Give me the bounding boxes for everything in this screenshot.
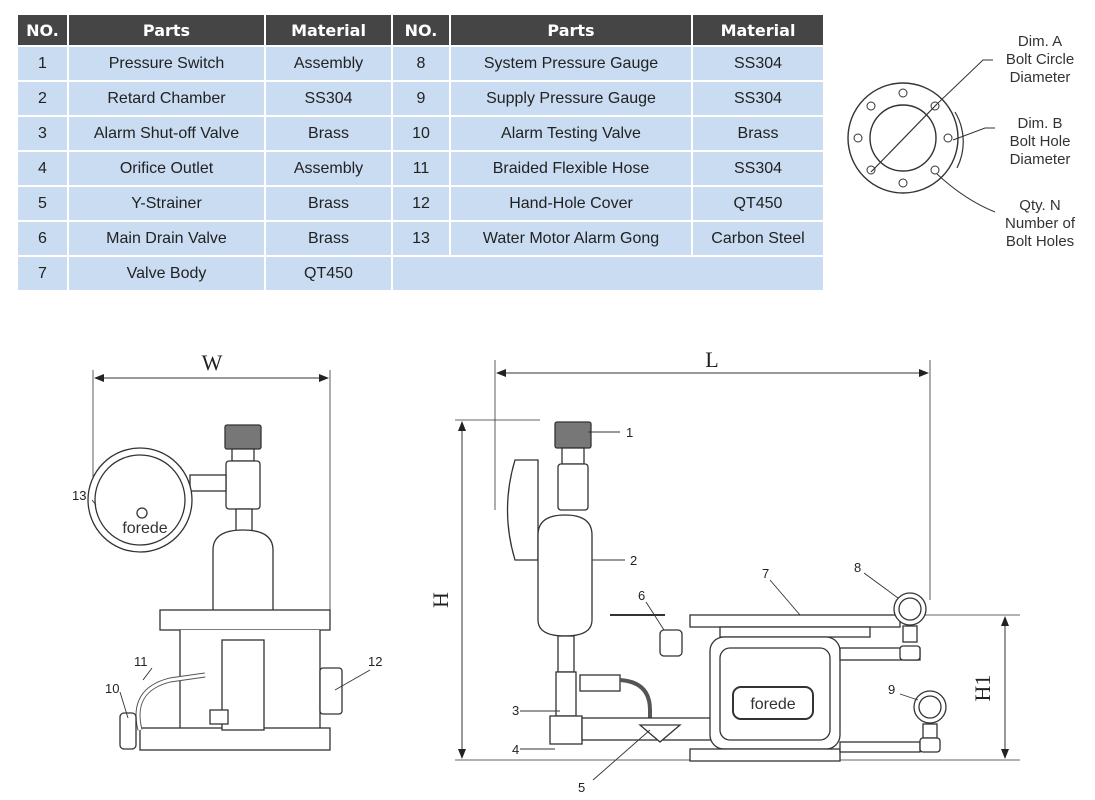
cell-no: 1 xyxy=(18,47,67,80)
qty-n-leader xyxy=(936,173,996,213)
dim-a-label-3: Diameter xyxy=(1010,69,1071,86)
callout-1: 1 xyxy=(626,425,633,440)
qty-n-label-2: Number of xyxy=(1005,215,1076,232)
callout-2: 2 xyxy=(630,553,637,568)
callout-12: 12 xyxy=(368,654,382,669)
cell-part: Retard Chamber xyxy=(69,82,264,115)
cell-no: 7 xyxy=(18,257,67,290)
cell-no: 10 xyxy=(393,117,449,150)
callout-4: 4 xyxy=(512,742,519,757)
empty-cell xyxy=(393,257,823,290)
table-row: 1 Pressure Switch Assembly 8 System Pres… xyxy=(18,47,823,80)
header-parts: Parts xyxy=(69,15,264,45)
cell-material: QT450 xyxy=(266,257,391,290)
dim-a-label-2: Bolt Circle xyxy=(1006,51,1074,68)
callout-5: 5 xyxy=(578,780,585,795)
parts-table: NO. Parts Material NO. Parts Material 1 … xyxy=(16,13,825,292)
callout-leaders xyxy=(91,431,919,781)
cell-material: SS304 xyxy=(693,152,823,185)
cell-material: Brass xyxy=(266,117,391,150)
cell-part: Alarm Shut-off Valve xyxy=(69,117,264,150)
cell-part: Supply Pressure Gauge xyxy=(451,82,691,115)
side-view xyxy=(87,370,343,751)
cell-part: Braided Flexible Hose xyxy=(451,152,691,185)
cell-part: Valve Body xyxy=(69,257,264,290)
dim-b-leader xyxy=(952,127,995,141)
cell-part: Hand-Hole Cover xyxy=(451,187,691,220)
cell-material: Assembly xyxy=(266,152,391,185)
qty-n-label-3: Bolt Holes xyxy=(1006,233,1074,250)
table-header-row: NO. Parts Material NO. Parts Material xyxy=(18,15,823,45)
cell-no: 13 xyxy=(393,222,449,255)
dim-h1-label: H1 xyxy=(970,675,995,702)
table-row: 3 Alarm Shut-off Valve Brass 10 Alarm Te… xyxy=(18,117,823,150)
header-material-2: Material xyxy=(693,15,823,45)
bolt-holes xyxy=(853,88,953,188)
cell-no: 11 xyxy=(393,152,449,185)
dim-w-label: W xyxy=(202,350,223,375)
header-material: Material xyxy=(266,15,391,45)
flange-diagram: Dim. A Bolt Circle Diameter Dim. B Bolt … xyxy=(847,33,1076,250)
cell-no: 2 xyxy=(18,82,67,115)
dim-h-label: H xyxy=(428,592,453,608)
dim-b-label: Dim. B xyxy=(1018,115,1063,132)
table-row: 5 Y-Strainer Brass 12 Hand-Hole Cover QT… xyxy=(18,187,823,220)
cell-material: Carbon Steel xyxy=(693,222,823,255)
cell-part: Orifice Outlet xyxy=(69,152,264,185)
callout-7: 7 xyxy=(762,566,769,581)
bolt-circle-diameter-line xyxy=(870,103,938,173)
cell-no: 5 xyxy=(18,187,67,220)
cell-part: Main Drain Valve xyxy=(69,222,264,255)
dim-a-leader xyxy=(936,59,993,105)
callout-10: 10 xyxy=(105,681,119,696)
cell-no: 8 xyxy=(393,47,449,80)
header-parts-2: Parts xyxy=(451,15,691,45)
cell-material: Brass xyxy=(266,222,391,255)
table-row: 2 Retard Chamber SS304 9 Supply Pressure… xyxy=(18,82,823,115)
callout-9: 9 xyxy=(888,682,895,697)
cell-material: SS304 xyxy=(693,47,823,80)
cell-part: Pressure Switch xyxy=(69,47,264,80)
header-no-2: NO. xyxy=(393,15,449,45)
header-no: NO. xyxy=(18,15,67,45)
cell-no: 6 xyxy=(18,222,67,255)
valve-drawings: 1 2 3 4 5 6 7 8 9 10 11 12 13 W L H H1 f… xyxy=(72,347,1020,795)
cell-material: SS304 xyxy=(693,82,823,115)
cell-no: 4 xyxy=(18,152,67,185)
gong-brand-logo: forede xyxy=(122,520,167,537)
dim-a-label: Dim. A xyxy=(1018,33,1062,50)
callout-6: 6 xyxy=(638,588,645,603)
table-row: 6 Main Drain Valve Brass 13 Water Motor … xyxy=(18,222,823,255)
dim-b-label-3: Diameter xyxy=(1010,151,1071,168)
cell-part: Alarm Testing Valve xyxy=(451,117,691,150)
cell-material: SS304 xyxy=(266,82,391,115)
cell-material: Brass xyxy=(693,117,823,150)
callout-8: 8 xyxy=(854,560,861,575)
cell-material: Assembly xyxy=(266,47,391,80)
cell-part: System Pressure Gauge xyxy=(451,47,691,80)
dim-l-label: L xyxy=(705,347,718,372)
table-row: 7 Valve Body QT450 xyxy=(18,257,823,290)
table-row: 4 Orifice Outlet Assembly 11 Braided Fle… xyxy=(18,152,823,185)
cell-part: Water Motor Alarm Gong xyxy=(451,222,691,255)
callout-11: 11 xyxy=(134,654,148,669)
cell-part: Y-Strainer xyxy=(69,187,264,220)
cell-no: 12 xyxy=(393,187,449,220)
cell-no: 9 xyxy=(393,82,449,115)
cell-material: Brass xyxy=(266,187,391,220)
callout-13: 13 xyxy=(72,488,86,503)
qty-n-label: Qty. N xyxy=(1019,197,1060,214)
dim-b-label-2: Bolt Hole xyxy=(1010,133,1071,150)
callout-3: 3 xyxy=(512,703,519,718)
cell-material: QT450 xyxy=(693,187,823,220)
body-brand-logo: forede xyxy=(750,696,795,713)
cell-no: 3 xyxy=(18,117,67,150)
front-view xyxy=(455,360,1020,762)
